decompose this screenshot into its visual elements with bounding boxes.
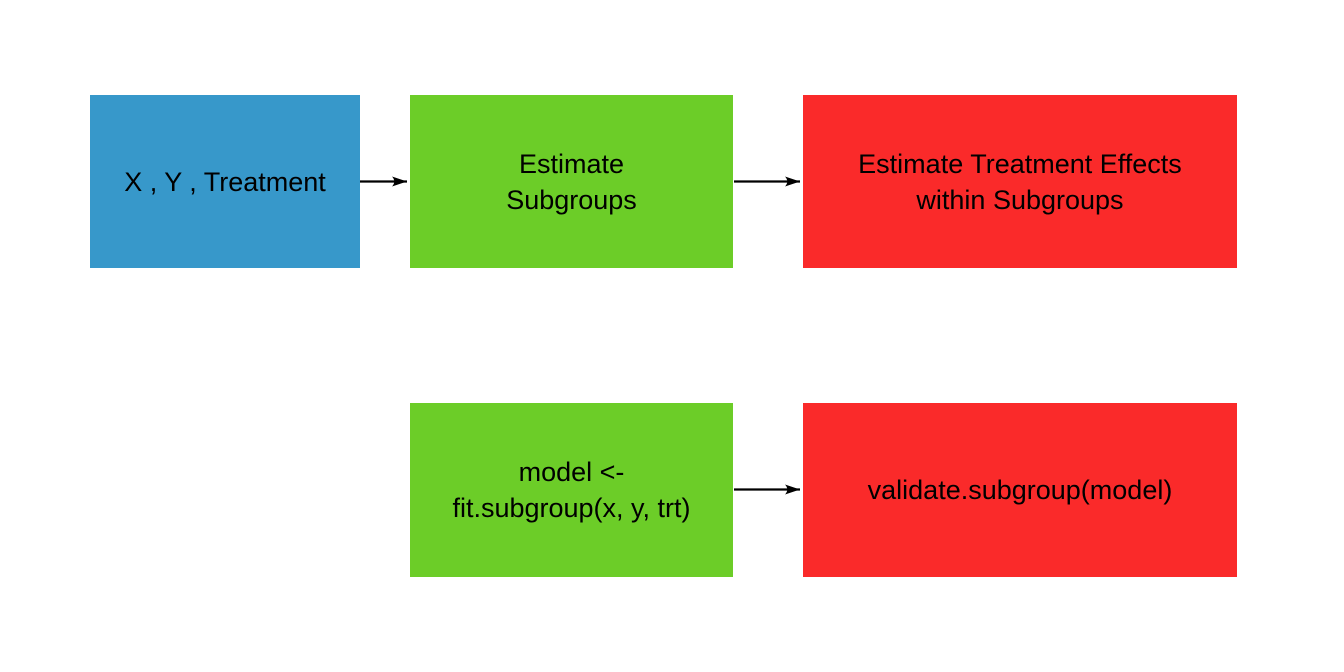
node-validate-subgroup-code-label: validate.subgroup(model): [867, 475, 1173, 505]
node-validate-subgroup-code: validate.subgroup(model): [803, 403, 1237, 577]
node-estimate-subgroups: Estimate Subgroups: [410, 95, 733, 268]
node-estimate-subgroups-label: Estimate Subgroups: [506, 148, 637, 215]
node-fit-subgroup-code-label: model <- fit.subgroup(x, y, trt): [452, 457, 691, 523]
node-inputs-label: X , Y , Treatment: [124, 166, 326, 197]
node-inputs: X , Y , Treatment: [90, 95, 360, 268]
node-estimate-treatment-effects-label: Estimate Treatment Effects within Subgro…: [858, 148, 1182, 215]
node-fit-subgroup-code: model <- fit.subgroup(x, y, trt): [410, 403, 733, 577]
node-estimate-treatment-effects: Estimate Treatment Effects within Subgro…: [803, 95, 1237, 268]
